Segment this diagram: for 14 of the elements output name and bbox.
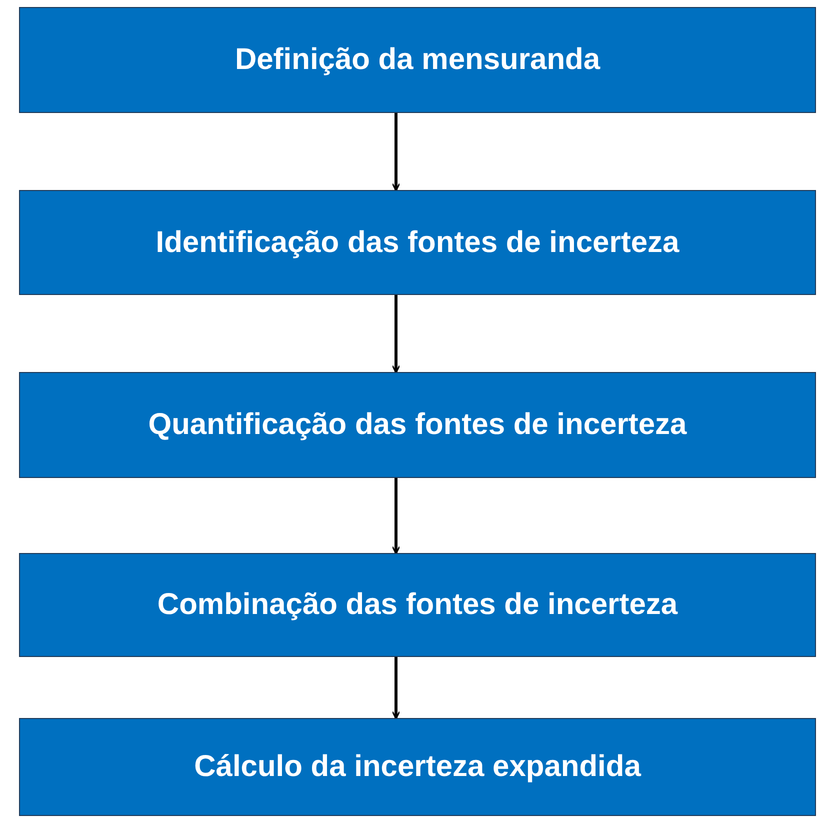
process-box bbox=[19, 553, 816, 657]
process-box bbox=[19, 7, 816, 113]
arrow bbox=[392, 478, 400, 554]
step-label: Definição da mensuranda bbox=[234, 43, 600, 77]
arrow bbox=[392, 113, 400, 192]
arrow bbox=[392, 295, 400, 374]
process-box bbox=[19, 372, 816, 478]
arrow bbox=[392, 657, 400, 720]
process-box bbox=[19, 190, 816, 295]
step-label: Identificação das fontes de incerteza bbox=[156, 226, 680, 260]
process-box bbox=[19, 718, 816, 816]
step-label: Cálculo da incerteza expandida bbox=[194, 750, 641, 784]
step-label: Quantificação das fontes de incerteza bbox=[148, 408, 687, 442]
step-label: Combinação das fontes de incerteza bbox=[157, 588, 678, 622]
